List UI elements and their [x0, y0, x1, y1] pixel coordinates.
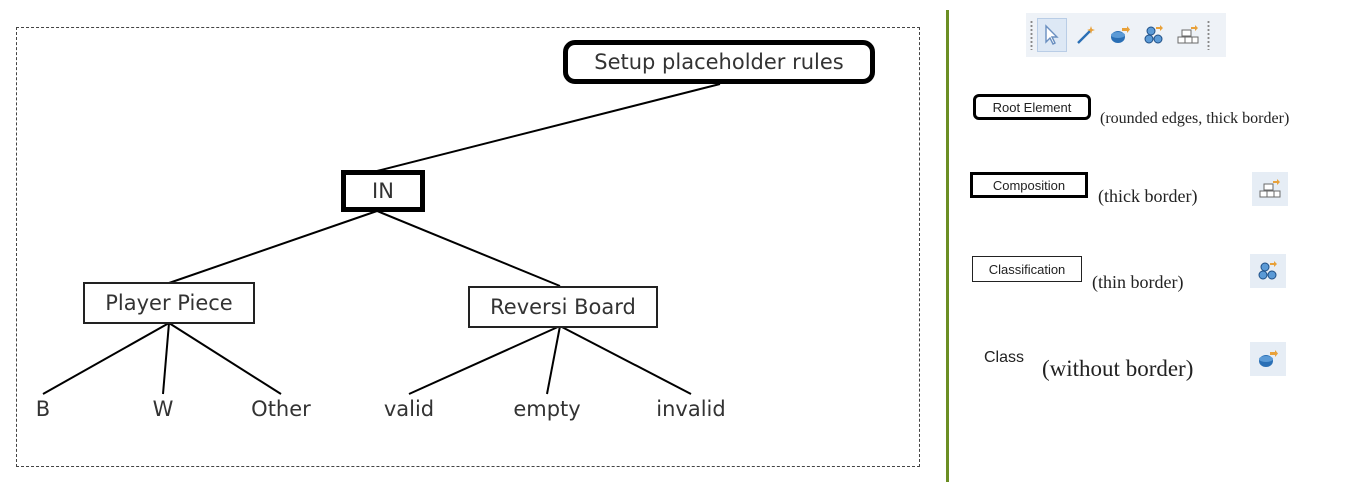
edge-in-board: [376, 210, 561, 287]
toolbar-grip[interactable]: [1030, 20, 1033, 50]
node-class-b[interactable]: B: [35, 397, 51, 421]
legend-classification-desc: (thin border): [1092, 272, 1184, 292]
legend-composition-chip: Composition: [970, 172, 1088, 198]
toolbar-grip-end: [1207, 20, 1210, 50]
classification-tree-canvas[interactable]: Setup placeholder rules IN Player Piece …: [16, 27, 920, 467]
legend-classification-icon-box: [1250, 254, 1286, 288]
edge-root-in: [376, 83, 721, 172]
legend-root-desc: (rounded edges, thick border): [1100, 110, 1290, 127]
edge-in-player: [168, 210, 378, 284]
composition-icon: [1177, 25, 1199, 44]
class-icon: [1259, 350, 1278, 367]
tree-edges: [42, 83, 721, 395]
node-class-valid[interactable]: valid: [383, 397, 435, 421]
legend-classification-chip: Classification: [972, 256, 1082, 282]
node-classification-reversi-board[interactable]: Reversi Board: [468, 286, 658, 328]
select-pointer-icon: [1045, 24, 1059, 45]
edge-player-w: [162, 322, 170, 395]
add-class-button[interactable]: [1105, 18, 1135, 52]
diagram-toolbar: [1026, 13, 1226, 57]
classification-icon: [1144, 25, 1163, 44]
magic-wand-icon: [1077, 26, 1095, 44]
legend-class-chip: Class: [983, 349, 1024, 366]
edge-player-other: [168, 322, 282, 395]
node-class-empty[interactable]: empty: [513, 397, 581, 421]
node-root[interactable]: Setup placeholder rules: [563, 40, 875, 84]
legend-root-chip: Root Element: [973, 94, 1091, 120]
legend-composition-icon-box: [1252, 172, 1288, 206]
node-classification-player-piece[interactable]: Player Piece: [83, 282, 255, 324]
magic-wand-button[interactable]: [1071, 18, 1101, 52]
node-class-other[interactable]: Other: [251, 397, 311, 421]
legend-class-desc: (without border): [1042, 356, 1194, 381]
node-class-w[interactable]: W: [152, 397, 174, 421]
classification-icon: [1258, 261, 1277, 280]
node-composition-in[interactable]: IN: [341, 170, 425, 212]
legend-composition-desc: (thick border): [1098, 186, 1198, 206]
edge-board-invalid: [559, 325, 692, 395]
composition-icon: [1259, 179, 1281, 198]
panel-separator: [946, 10, 949, 482]
add-classification-button[interactable]: [1139, 18, 1169, 52]
edge-board-empty: [546, 325, 561, 395]
add-composition-button[interactable]: [1173, 18, 1203, 52]
legend-class-icon-box: [1250, 342, 1286, 376]
class-icon: [1111, 26, 1130, 43]
edge-board-valid: [408, 325, 561, 395]
edge-player-b: [42, 322, 170, 395]
select-pointer-button[interactable]: [1037, 18, 1067, 52]
node-class-invalid[interactable]: invalid: [656, 397, 726, 421]
